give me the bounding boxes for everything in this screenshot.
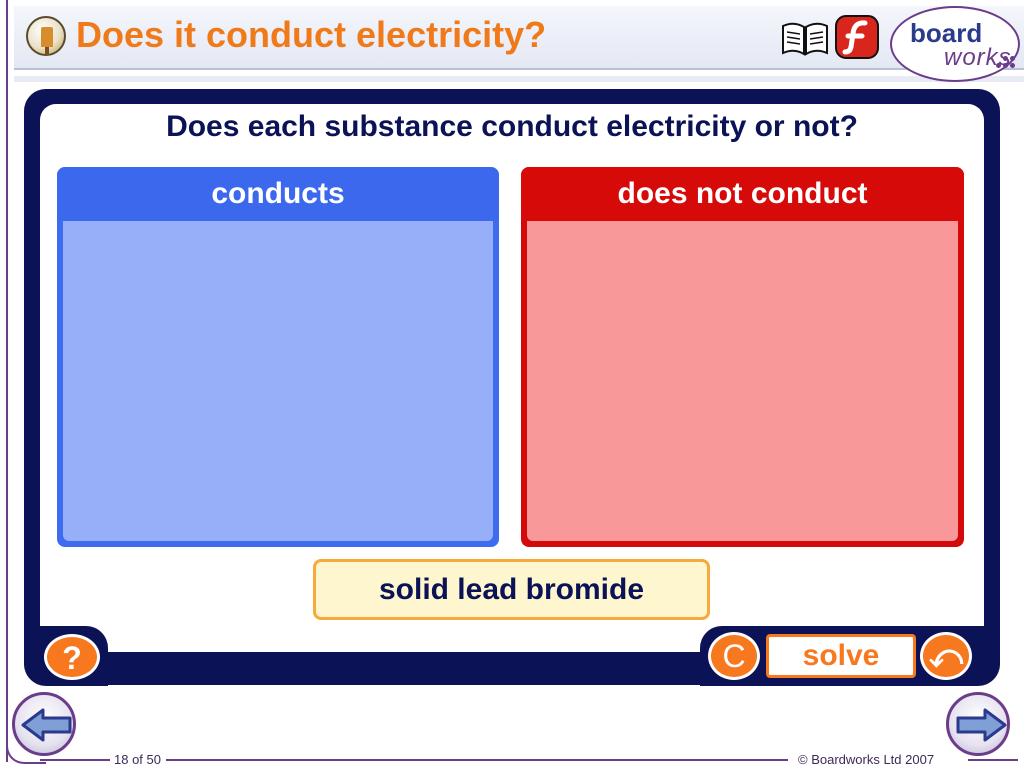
arrow-right-icon — [956, 708, 1007, 742]
book-icon[interactable] — [780, 18, 830, 58]
next-slide-button[interactable] — [946, 692, 1010, 756]
drop-zone-does-not-conduct[interactable]: does not conduct — [521, 167, 964, 547]
undo-button[interactable]: ⤺ — [920, 632, 972, 680]
previous-slide-button[interactable] — [12, 692, 76, 756]
page-title: Does it conduct electricity? — [76, 14, 547, 55]
drop-zone-does-not-conduct-header: does not conduct — [521, 167, 964, 221]
topic-icon — [26, 16, 66, 56]
header-divider-shadow — [14, 76, 1024, 82]
question-text: Does each substance conduct electricity … — [166, 110, 858, 143]
header-divider — [14, 68, 1024, 70]
draggable-substance-card[interactable]: solid lead bromide — [313, 559, 710, 620]
reset-button[interactable]: C — [708, 632, 760, 680]
footer-rule-left — [40, 759, 110, 761]
drop-zone-does-not-conduct-area[interactable] — [527, 221, 958, 541]
boardworks-logo: board works — [890, 6, 1020, 82]
footer-rule-right — [968, 759, 1018, 761]
copyright-text: © Boardworks Ltd 2007 — [798, 752, 935, 767]
left-border-curve — [6, 742, 46, 764]
logo-text-board: board — [910, 18, 983, 48]
arrow-left-icon — [21, 708, 72, 742]
drop-zone-conducts[interactable]: conducts — [57, 167, 499, 547]
help-button[interactable]: ? — [44, 634, 100, 680]
left-border — [6, 0, 8, 762]
drop-zone-conducts-area[interactable] — [63, 221, 493, 541]
flash-icon[interactable] — [834, 14, 880, 60]
drop-zone-conducts-header: conducts — [57, 167, 499, 221]
solve-button[interactable]: solve — [766, 634, 916, 678]
slide-number: 18 of 50 — [114, 752, 161, 767]
logo-dots — [996, 56, 1016, 70]
footer-rule-middle — [166, 759, 788, 761]
